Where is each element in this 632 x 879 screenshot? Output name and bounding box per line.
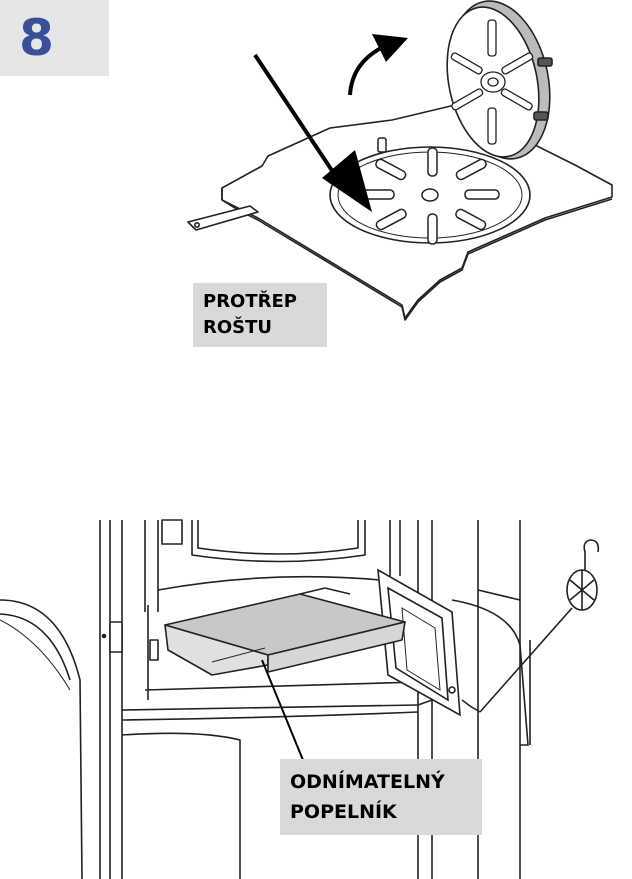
step-badge: 8 xyxy=(0,0,109,76)
pointer-arrow xyxy=(253,53,372,212)
grate-shake-label: PROTŘEP ROŠTU xyxy=(193,283,327,347)
ash-pan-label: ODNÍMATELNÝ POPELNÍK xyxy=(280,759,482,835)
stove-door xyxy=(377,568,529,746)
rotate-arrow xyxy=(348,34,408,96)
grate-shake-label-line2: ROŠTU xyxy=(203,317,273,338)
step-number: 8 xyxy=(19,9,54,67)
poker-tool xyxy=(461,539,600,713)
ash-pan-pointer xyxy=(261,659,306,766)
grate-disc xyxy=(446,0,553,160)
stove-body xyxy=(0,519,531,879)
grate-shake-label-line1: PROTŘEP xyxy=(203,291,297,312)
ash-pan-label-line1: ODNÍMATELNÝ xyxy=(290,771,445,793)
ash-pan-label-line2: POPELNÍK xyxy=(290,801,397,823)
ash-pan xyxy=(164,587,406,676)
grate-disc-slots xyxy=(359,137,500,245)
